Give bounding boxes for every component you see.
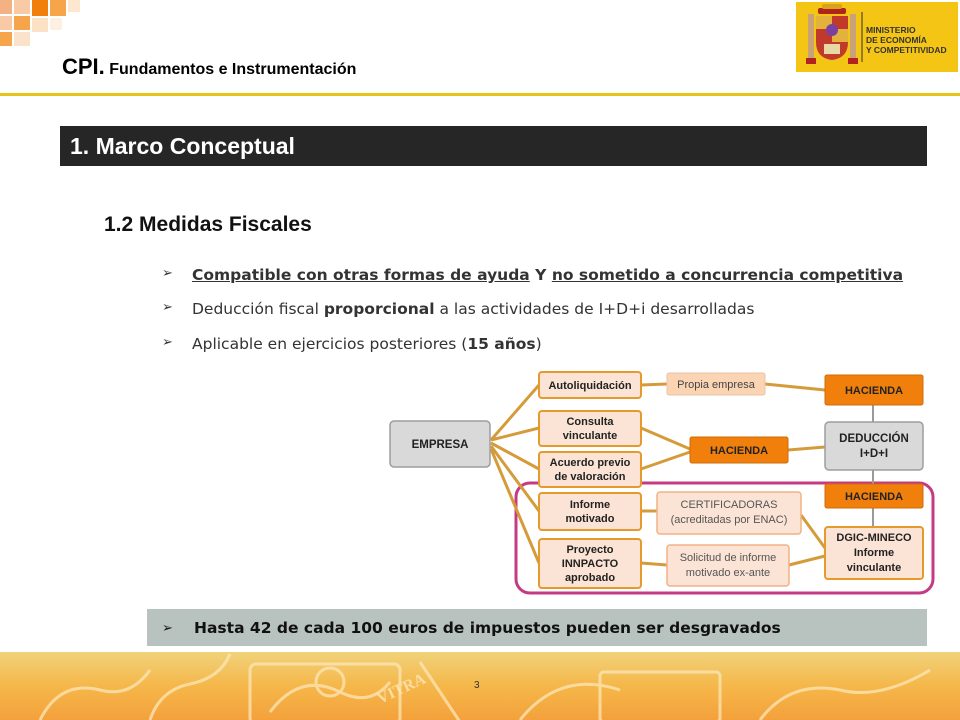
arrow-bullet-icon: ➢	[162, 266, 173, 281]
footer-band: VITRA	[0, 652, 960, 720]
node-acuerdo-label-1: Acuerdo previo	[550, 457, 631, 469]
bullet-2-part2: a las actividades de I+D+i desarrolladas	[434, 300, 755, 318]
key-fact-text: Hasta 42 de cada 100 euros de impuestos …	[194, 619, 781, 637]
node-hacienda-mid	[689, 436, 789, 464]
coat-of-arms-icon	[806, 4, 863, 64]
section-bar	[60, 126, 927, 166]
node-hacienda-top-label: HACIENDA	[845, 385, 903, 397]
left-column-nodes: Autoliquidación Consulta vinculante Acue…	[538, 371, 642, 589]
svg-text:VITRA: VITRA	[375, 670, 429, 707]
node-hacienda-low	[824, 483, 924, 509]
node-autoliquidacion	[538, 371, 642, 399]
node-informe-label-2: motivado	[566, 513, 615, 525]
node-hacienda-low-label: HACIENDA	[845, 491, 903, 503]
node-acuerdo-label-2: de valoración	[555, 471, 626, 483]
bullet-3-bold: 15 años	[467, 335, 536, 353]
node-autoliquidacion-label: Autoliquidación	[548, 380, 631, 392]
page-number: 3	[474, 680, 480, 691]
bullet-1-part2: no sometido a concurrencia competitiva	[551, 266, 904, 284]
node-empresa-label: EMPRESA	[412, 439, 469, 451]
node-informe	[538, 492, 642, 531]
bullet-3-part1: Aplicable en ejercicios posteriores (	[192, 335, 468, 353]
bullet-1-mid: Y	[529, 266, 552, 284]
footer-heraldry-watermark: VITRA	[38, 653, 931, 720]
bullet-3-part2: )	[535, 335, 542, 353]
node-proyecto-label-2: INNPACTO	[562, 558, 619, 570]
ministry-name: MINISTERIO DE ECONOMÍA Y COMPETITIVIDAD	[866, 25, 947, 55]
node-deduccion	[824, 421, 924, 471]
node-deduccion-label-2: I+D+I	[860, 448, 888, 460]
arrow-bullet-icon: ➢	[162, 620, 173, 635]
node-propia-empresa	[666, 372, 766, 396]
node-consulta-label-2: vinculante	[563, 430, 617, 442]
node-solicitud-label-1: Solicitud de informe	[680, 552, 777, 564]
bullet-1-part1: Compatible con otras formas de ayuda	[192, 266, 530, 284]
node-propia-empresa-label: Propia empresa	[677, 379, 756, 391]
node-dgic-label-3: vinculante	[847, 562, 901, 574]
node-dgic	[824, 526, 924, 580]
node-solicitud	[666, 544, 790, 587]
page-title-main: CPI.	[62, 54, 105, 79]
node-hacienda-top	[824, 374, 924, 406]
node-acuerdo	[538, 451, 642, 488]
node-proyecto	[538, 538, 642, 589]
node-hacienda-mid-label: HACIENDA	[710, 445, 768, 457]
node-deduccion-label-1: DEDUCCIÓN	[839, 432, 909, 445]
arrow-bullet-icon: ➢	[162, 300, 173, 315]
node-certificadoras-label-2: (acreditadas por ENAC)	[671, 514, 788, 526]
node-solicitud-label-2: motivado ex-ante	[686, 567, 770, 579]
header-rule	[0, 93, 960, 96]
section-title: 1. Marco Conceptual	[70, 133, 295, 159]
node-dgic-label-1: DGIC-MINECO	[836, 532, 912, 544]
node-proyecto-label-3: aprobado	[565, 572, 615, 584]
ministry-logo	[796, 2, 958, 72]
page-title-sub: Fundamentos e Instrumentación	[109, 61, 357, 78]
innpacto-highlight-frame	[514, 481, 935, 595]
node-consulta	[538, 410, 642, 447]
bullet-2-bold: proporcional	[323, 300, 435, 318]
page-title: CPI. Fundamentos e Instrumentación	[62, 54, 356, 80]
empresa-connectors	[489, 382, 827, 567]
node-empresa	[389, 420, 491, 468]
subsection-title: 1.2 Medidas Fiscales	[104, 213, 312, 236]
node-proyecto-label-1: Proyecto	[566, 544, 613, 556]
key-fact-bar	[147, 609, 927, 646]
node-certificadoras-label-1: CERTIFICADORAS	[681, 499, 778, 511]
bullet-2-part1: Deducción fiscal	[192, 300, 324, 318]
arrow-bullet-icon: ➢	[162, 335, 173, 350]
node-consulta-label-1: Consulta	[566, 416, 614, 428]
node-dgic-label-2: Informe	[854, 547, 894, 559]
node-informe-label-1: Informe	[570, 499, 610, 511]
node-certificadoras	[656, 491, 802, 535]
